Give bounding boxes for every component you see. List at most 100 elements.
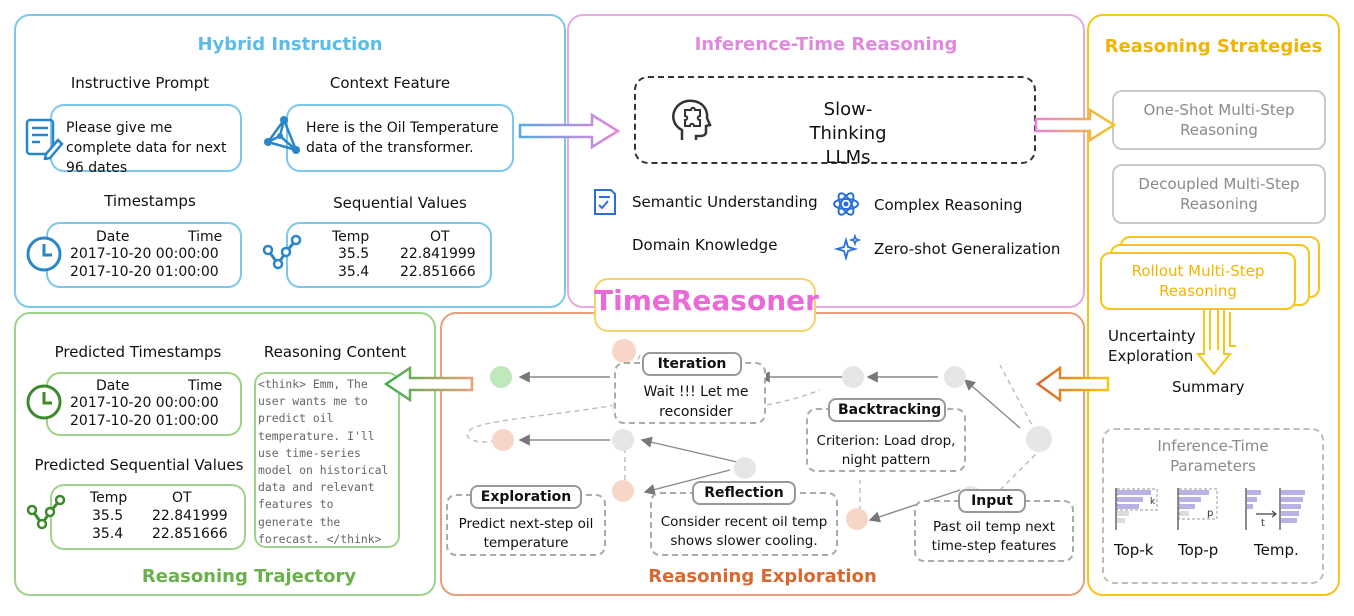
inference-time-panel <box>567 14 1085 308</box>
rollout-down-arrow <box>1196 308 1236 376</box>
instructive-prompt-card <box>50 104 242 172</box>
arrow-hybrid-to-inference <box>518 112 621 150</box>
reasoning-strategies-title: Reasoning Strategies <box>1104 36 1323 57</box>
param-temp: Temp. <box>1254 541 1299 559</box>
node <box>944 366 966 388</box>
arrow-inference-to-strategies <box>1034 108 1116 142</box>
node <box>490 366 512 388</box>
sequential-values-title: Sequential Values <box>333 194 467 212</box>
hybrid-instruction-panel <box>14 14 566 308</box>
inference-time-title: Inference-Time Reasoning <box>694 34 958 55</box>
input-text: Past oil temp next time-step features <box>931 519 1057 554</box>
pred-values-cell: 22.851666 <box>152 526 228 542</box>
exploration-text: Predict next-step oil temperature <box>458 516 594 551</box>
params-box <box>1102 428 1324 584</box>
values-cell: 22.851666 <box>400 264 476 280</box>
predicted-values-card <box>50 484 246 550</box>
temperature-mark: t <box>1261 518 1265 529</box>
values-cell: 22.841999 <box>400 246 476 262</box>
predicted-values-title: Predicted Sequential Values <box>34 456 244 474</box>
reasoning-content-box <box>254 372 400 548</box>
context-feature-text: Here is the Oil Temperature data of the … <box>306 120 499 156</box>
pred-ts-row: 2017-10-20 01:00:00 <box>70 413 219 429</box>
reasoning-trajectory-title: Reasoning Trajectory <box>141 566 357 587</box>
pred-ts-header-date: Date <box>96 378 130 394</box>
context-feature-title: Context Feature <box>329 74 451 92</box>
timestamps-header-time: Time <box>188 229 223 245</box>
reflection-box <box>650 492 838 556</box>
timestamps-header-date: Date <box>96 229 130 245</box>
node <box>612 429 634 451</box>
feature-domain-knowledge: Domain Knowledge <box>632 236 778 254</box>
pred-values-cell: 35.5 <box>92 508 124 524</box>
strategy-rollout-label: Rollout Multi-Step Reasoning <box>1131 262 1265 300</box>
node <box>846 508 868 530</box>
sparkle-icon <box>834 234 862 262</box>
arrow-exploration-to-trajectory <box>384 366 474 402</box>
strategy-one-shot: One-Shot Multi-Step Reasoning <box>1112 90 1326 150</box>
timereasoner-badge <box>594 278 816 332</box>
uncertainty-exploration: Uncertainty Exploration <box>1108 327 1196 365</box>
sequential-values-card <box>286 222 492 288</box>
clock-icon <box>26 236 62 272</box>
pred-values-cell: 22.841999 <box>152 508 228 524</box>
timestamps-row: 2017-10-20 00:00:00 <box>70 246 219 262</box>
strategy-decoupled: Decoupled Multi-Step Reasoning <box>1112 164 1326 224</box>
strategy-rollout: Rollout Multi-Step Reasoning <box>1100 252 1296 310</box>
values-header-ot: OT <box>430 229 450 245</box>
reasoning-strategies-panel <box>1087 14 1340 596</box>
predicted-timestamps-title: Predicted Timestamps <box>54 343 222 361</box>
backtracking-text: Criterion: Load drop, night pattern <box>816 433 956 468</box>
predicted-timestamps-card <box>46 372 242 436</box>
iteration-tag: Iteration <box>642 352 742 376</box>
head-puzzle-icon <box>672 99 712 140</box>
feature-semantic-understanding: Semantic Understanding <box>632 193 818 211</box>
feature-complex-reasoning: Complex Reasoning <box>874 196 1023 214</box>
top-k-icon: k <box>1115 488 1158 530</box>
input-tag: Input <box>958 489 1026 513</box>
line-chart-icon <box>26 494 66 530</box>
hybrid-instruction-title: Hybrid Instruction <box>197 34 383 55</box>
pred-values-header-ot: OT <box>172 490 192 506</box>
checklist-icon <box>594 189 616 215</box>
reflection-tag: Reflection <box>692 481 796 505</box>
instructive-prompt-text: Please give me complete data for next 96… <box>66 120 227 176</box>
values-cell: 35.4 <box>338 264 370 280</box>
pred-values-header-temp: Temp <box>90 490 128 506</box>
pred-ts-header-time: Time <box>188 378 223 394</box>
temperature-icon: t <box>1245 488 1305 530</box>
node <box>734 457 756 479</box>
reasoning-content-title: Reasoning Content <box>263 343 407 361</box>
node <box>1026 426 1052 452</box>
reasoning-exploration-title: Reasoning Exploration <box>648 566 877 587</box>
param-top-k: Top-k <box>1114 541 1154 559</box>
top-p-mark: p <box>1207 508 1213 519</box>
timereasoner-title: TimeReasoner <box>594 284 819 317</box>
top-p-icon: p <box>1177 488 1218 530</box>
iteration-text: Wait !!! Let me reconsider <box>643 384 749 420</box>
reasoning-content-text: <think> Emm, The user wants me to predic… <box>258 377 389 546</box>
atom-icon <box>833 192 859 216</box>
top-k-mark: k <box>1150 497 1156 507</box>
params-title: Inference-Time Parameters <box>1157 437 1269 475</box>
values-header-temp: Temp <box>332 229 370 245</box>
pred-ts-row: 2017-10-20 00:00:00 <box>70 395 219 411</box>
exploration-tag: Exploration <box>470 485 582 509</box>
document-pen-icon <box>25 118 64 160</box>
clock-icon <box>26 384 62 420</box>
node <box>492 429 514 451</box>
reflection-text: Consider recent oil temp shows slower co… <box>660 514 828 549</box>
feature-zero-shot-generalization: Zero-shot Generalization <box>874 240 1061 258</box>
llm-label: Slow-Thinking LLMs <box>809 99 887 168</box>
line-chart-icon <box>262 234 302 270</box>
reasoning-trajectory-panel <box>14 312 436 596</box>
node <box>612 480 634 502</box>
timestamps-row: 2017-10-20 01:00:00 <box>70 264 219 280</box>
pred-values-cell: 35.4 <box>92 526 124 542</box>
backtracking-tag: Backtracking <box>828 398 946 422</box>
values-cell: 35.5 <box>338 246 370 262</box>
node <box>612 339 636 363</box>
param-top-p: Top-p <box>1178 541 1219 559</box>
node <box>842 366 864 388</box>
context-feature-card <box>286 104 514 172</box>
